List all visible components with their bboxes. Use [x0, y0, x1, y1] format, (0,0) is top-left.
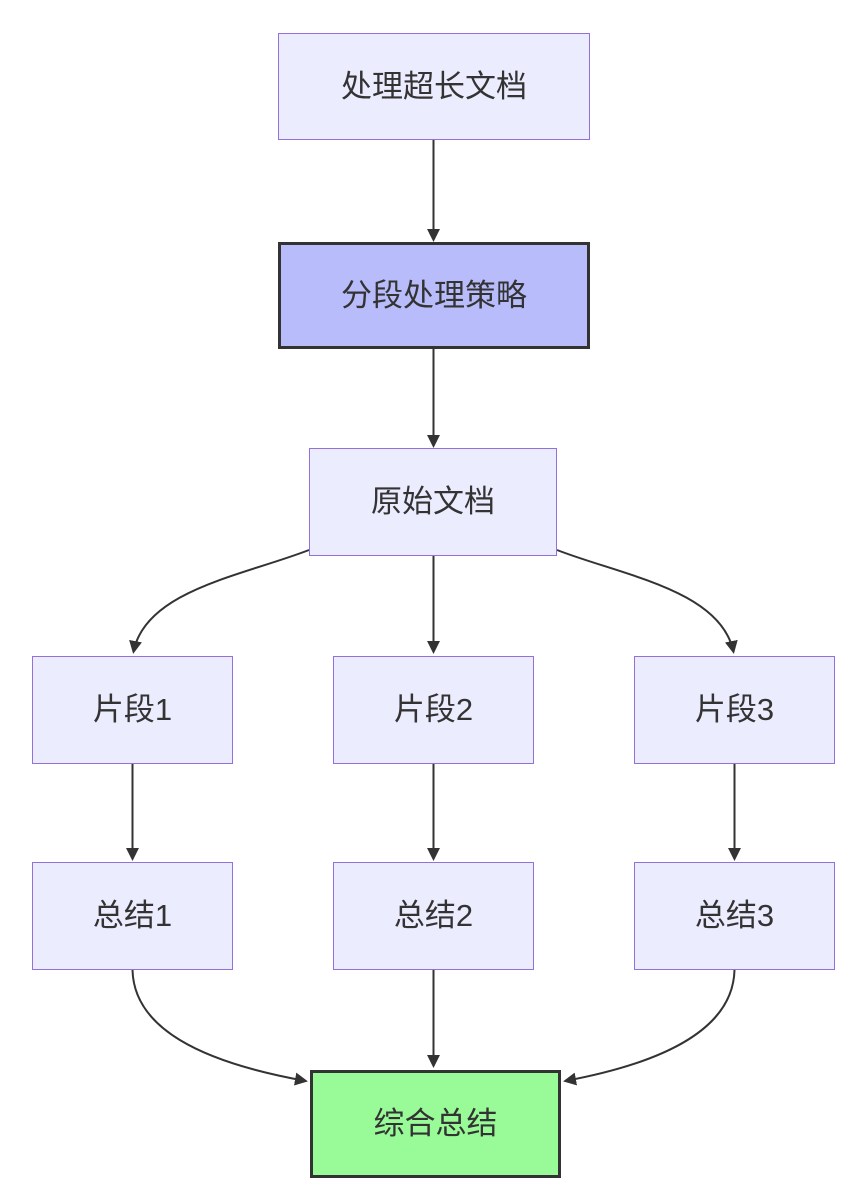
edge-doc-chunk1	[129, 549, 310, 654]
node-final-label: 综合总结	[373, 1106, 498, 1142]
node-chunk2: 片段2	[333, 656, 534, 764]
node-summary1-label: 总结1	[92, 898, 173, 934]
node-summary3-label: 总结3	[694, 898, 775, 934]
node-summary3: 总结3	[634, 862, 835, 970]
node-process: 处理超长文档	[278, 33, 590, 140]
node-process-label: 处理超长文档	[341, 68, 527, 104]
node-doc: 原始文档	[309, 448, 557, 556]
node-summary2: 总结2	[333, 862, 534, 970]
node-final: 综合总结	[310, 1070, 561, 1178]
node-doc-label: 原始文档	[371, 484, 495, 520]
node-chunk1-label: 片段1	[92, 692, 173, 728]
node-chunk3: 片段3	[634, 656, 835, 764]
node-summary2-label: 总结2	[393, 898, 474, 934]
node-chunk3-label: 片段3	[694, 692, 775, 728]
node-chunk1: 片段1	[32, 656, 233, 764]
edge-summary1-final	[131, 969, 308, 1086]
node-strategy: 分段处理策略	[278, 242, 590, 349]
edge-summary3-final	[563, 969, 736, 1086]
node-chunk2-label: 片段2	[393, 692, 474, 728]
node-strategy-label: 分段处理策略	[341, 277, 527, 313]
node-summary1: 总结1	[32, 862, 233, 970]
edge-doc-chunk3	[556, 549, 738, 654]
